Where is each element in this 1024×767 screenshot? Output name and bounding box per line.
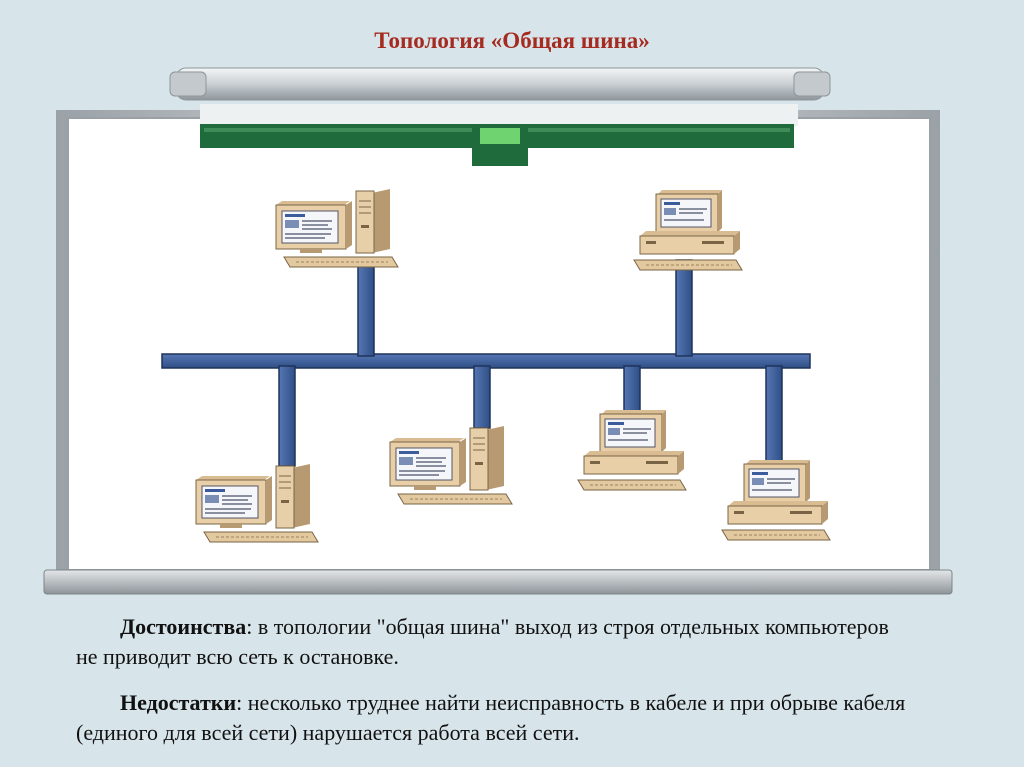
advantages-paragraph: Достоинства: в топологии "общая шина" вы… [76,612,906,672]
drop-cable-top-2 [675,259,693,357]
bus-topology-diagram [43,67,953,595]
board-tray [43,569,953,595]
disadvantages-label: Недостатки [120,690,237,715]
drop-cable-bottom-1 [278,365,296,467]
disadvantages-text: : несколько труднее найти неисправность … [76,690,906,745]
advantages-text: : в топологии "общая шина" выход из стро… [76,614,889,669]
slide-title: Топология «Общая шина» [374,28,650,53]
board-roller [175,67,825,101]
drop-cable-bottom-4 [765,365,783,469]
advantages-label: Достоинства [120,614,247,639]
board-light [480,128,520,144]
drop-cable-top-1 [357,257,375,357]
drop-cable-bottom-2 [473,365,491,429]
drop-cable-bottom-3 [623,365,641,417]
disadvantages-paragraph: Недостатки: несколько труднее найти неис… [76,688,906,748]
